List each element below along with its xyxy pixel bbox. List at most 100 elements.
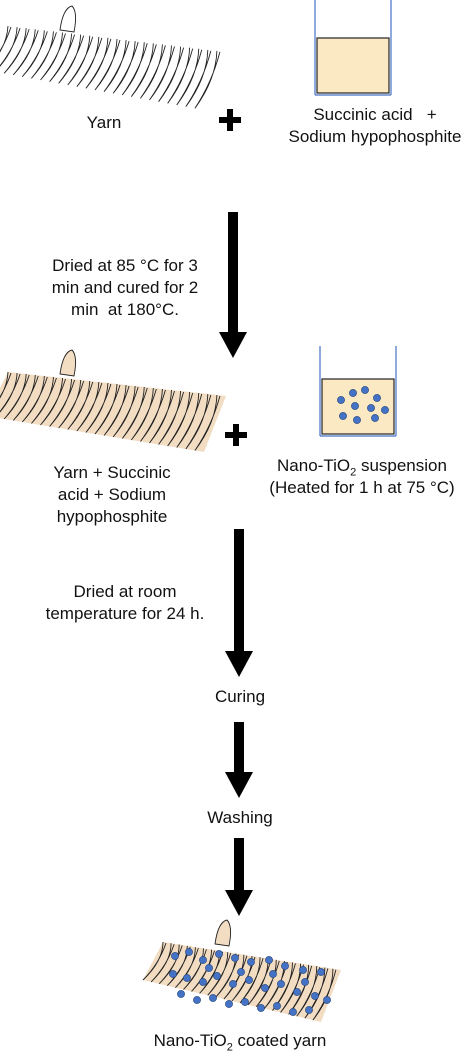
yarn-tail: [59, 5, 77, 33]
suspension-label-prefix: Nano-TiO: [277, 456, 351, 475]
yarn-strand: [176, 392, 203, 448]
yarn-body: [0, 26, 226, 110]
tio2-particle: [381, 406, 389, 414]
treated-yarn-label-line2: acid + Sodium: [57, 485, 167, 504]
tio2-particle: [265, 956, 273, 964]
tio2-particle: [225, 1000, 233, 1008]
yarn-strand: [76, 36, 103, 87]
tio2-particle: [183, 974, 191, 982]
yarn-strand: [140, 44, 166, 99]
yarn-strand: [121, 386, 148, 439]
tio2-particle: [169, 970, 177, 978]
yarn-strand: [185, 49, 212, 107]
yarn-strand: [176, 48, 203, 106]
tio2-particle: [205, 964, 213, 972]
process-arrow-1: [219, 212, 247, 358]
yarn-strand: [58, 34, 85, 84]
tio2-particle: [293, 988, 301, 996]
treated-yarn-label-line3: hypophosphite: [56, 507, 168, 526]
washing-step-label: Washing: [207, 808, 273, 827]
yarn-strand: [94, 38, 121, 91]
reagent-label-line1: Succinic acid +: [313, 105, 437, 124]
yarn-strand: [85, 382, 112, 433]
yarn-strand: [31, 31, 57, 79]
yarn-strand: [158, 46, 185, 102]
tio2-particle: [289, 1008, 297, 1016]
yarn-strand: [239, 957, 264, 1004]
tio2-particle: [213, 972, 221, 980]
yarn-strand: [49, 33, 76, 82]
yarn-strand: [67, 380, 94, 430]
yarn-strand: [21, 30, 48, 77]
tio2-particle: [247, 958, 255, 966]
yarn-strand: [49, 378, 76, 427]
yarn-strand: [76, 381, 103, 432]
yarn-strand: [130, 387, 157, 441]
yarn-strand: [304, 967, 329, 1019]
drying-step-2-line2: temperature for 24 h.: [45, 604, 205, 623]
drying-step-1-line2: min and cured for 2: [51, 278, 199, 297]
yarn-strand: [207, 952, 232, 996]
plain-yarn-illustration: [0, 5, 226, 110]
tio2-particle: [171, 952, 179, 960]
tio2-particle: [317, 968, 325, 976]
yarn-strand: [142, 941, 167, 981]
yarn-strand: [3, 28, 30, 74]
drying-step-1-line3: min at 180°C.: [71, 300, 179, 319]
tio2-suspension-beaker: [319, 346, 397, 437]
yarn-strand: [40, 32, 66, 81]
tio2-particle: [361, 386, 369, 394]
yarn-strand: [112, 41, 139, 94]
tio2-particle: [231, 954, 239, 962]
tio2-particle: [349, 389, 357, 397]
yarn-strand: [0, 25, 12, 53]
yarn-strand: [40, 377, 66, 426]
tio2-particle: [241, 998, 249, 1006]
tio2-particle: [199, 956, 207, 964]
suspension-label-subscript: 2: [350, 466, 357, 479]
yarn-label: Yarn: [86, 113, 122, 132]
yarn-strand: [0, 371, 12, 399]
treated-yarn-illustration: [0, 349, 226, 452]
yarn-strand: [175, 947, 199, 988]
tio2-particle: [373, 394, 381, 402]
tio2-particle: [301, 978, 309, 986]
tio2-particle: [339, 412, 347, 420]
plus-icon: [225, 424, 247, 446]
yarn-strand: [0, 372, 21, 413]
reagent-beaker: [314, 0, 392, 96]
process-arrow-3: [225, 722, 253, 798]
yarn-strand: [94, 383, 121, 435]
tio2-particle: [311, 992, 319, 1000]
yarn-strand: [0, 27, 21, 67]
treated-yarn-label-line1: Yarn + Succinic: [53, 463, 171, 482]
yarn-strand: [158, 390, 185, 445]
tio2-particle: [215, 950, 223, 958]
yarn-strand: [12, 374, 39, 421]
yarn-strand: [58, 379, 85, 429]
process-arrow-2: [225, 529, 253, 677]
tio2-particle: [367, 404, 375, 412]
yarn-strand: [149, 45, 175, 101]
tio2-particle: [245, 976, 253, 984]
tio2-particle: [269, 970, 277, 978]
yarn-strand: [21, 375, 48, 423]
yarn-strand: [194, 394, 221, 451]
suspension-label-line1: Nano-TiO2 suspension: [250, 455, 474, 483]
tio2-particle: [177, 990, 185, 998]
tio2-particle: [323, 996, 331, 1004]
tio2-particle: [257, 1004, 265, 1012]
coated-yarn-label: Nano-TiO2 coated yarn: [120, 1030, 360, 1058]
coated-yarn-label-suffix: coated yarn: [232, 1031, 327, 1050]
yarn-strand: [140, 388, 166, 442]
yarn-strand: [149, 389, 175, 444]
yarn-strand: [130, 43, 157, 97]
coated-yarn-illustration: [142, 919, 341, 1022]
yarn-strand: [31, 376, 57, 424]
coated-yarn-label-prefix: Nano-TiO: [153, 1031, 227, 1050]
yarn-strand: [272, 962, 296, 1011]
yarn-strand: [150, 943, 175, 983]
tio2-particle: [193, 996, 201, 1004]
reagent-label-line2: Sodium hypophosphite: [288, 127, 462, 146]
tio2-particle: [261, 984, 269, 992]
